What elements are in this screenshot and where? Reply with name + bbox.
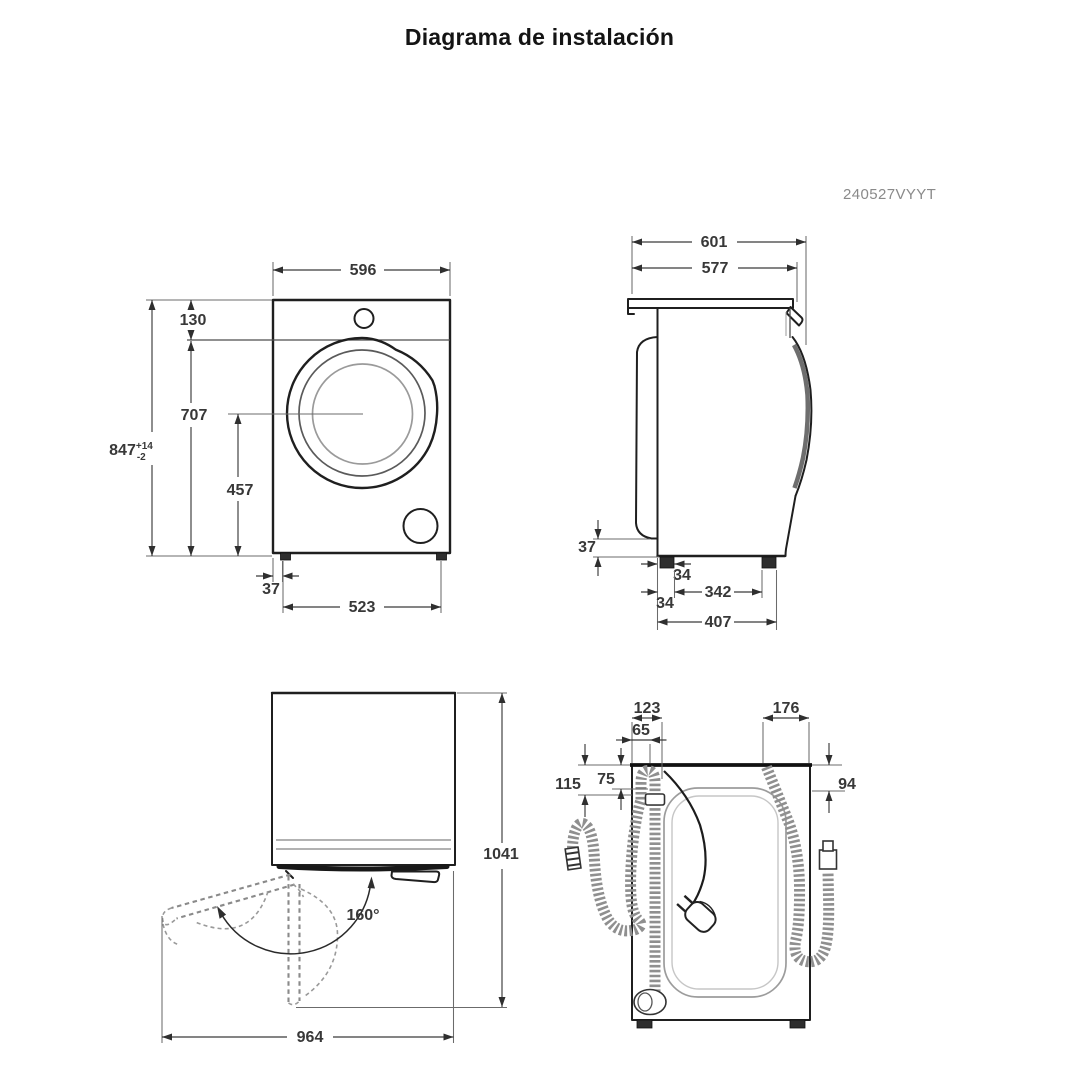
inlet-hose-connector <box>818 840 838 870</box>
machine-body-top <box>271 692 456 866</box>
door-porthole-outer <box>285 336 439 490</box>
rear-recess-outer <box>663 787 787 998</box>
dim-front-foot-spacing-lines <box>282 561 442 613</box>
machine-body-front <box>271 298 452 555</box>
dim-rear-inlet-offset-lines <box>762 714 810 763</box>
top-lid <box>627 298 794 315</box>
page-title: Diagrama de instalación <box>404 24 675 50</box>
door-open-90-dashed <box>287 876 339 1006</box>
dim-rear-cord-offset: 123 <box>634 700 661 717</box>
inlet-hose <box>761 764 835 968</box>
filter-door <box>402 508 439 544</box>
dim-open-width-lines <box>161 871 455 1043</box>
document-code: 240527VYYT <box>843 186 937 203</box>
dim-door-angle: 160° <box>346 907 379 924</box>
dim-rear-inlet-drop: 94 <box>838 776 856 793</box>
dim-rear-drop-left: 115 <box>555 776 581 793</box>
dim-rear-drop-clamp-lines <box>612 748 648 810</box>
dim-rear-inlet-drop-lines <box>812 743 845 813</box>
door-open-160-dashed <box>161 873 305 946</box>
dim-front-width-lines <box>272 262 451 296</box>
door-edge-shade <box>792 343 811 489</box>
dim-side-total-depth: 601 <box>701 234 728 251</box>
dim-rear-drain-offset: 65 <box>632 722 650 739</box>
dim-open-width: 964 <box>297 1029 324 1046</box>
dim-side-body-depth-lines <box>632 262 798 302</box>
dim-front-foot-offset: 37 <box>262 581 280 598</box>
dim-front-foot-offset-lines <box>256 558 299 582</box>
dim-front-panel-height: 130 <box>180 312 207 329</box>
arc-arrowhead <box>367 876 375 889</box>
dim-front-total-height: 847+14-2 <box>109 441 153 463</box>
machine-foot <box>789 1019 806 1029</box>
machine-foot <box>636 1019 653 1029</box>
rear-panel-bulge <box>635 336 659 540</box>
dim-side-foot-spacing: 342 <box>705 584 732 601</box>
dim-side-rear-clearance: 37 <box>578 539 596 556</box>
door-swing-drawing: 160° 1041 964 <box>161 691 519 1046</box>
dim-side-body-depth: 577 <box>702 260 729 277</box>
drain-elbow <box>633 988 667 1016</box>
rear-recess-inner <box>671 795 779 990</box>
dim-open-depth-lines <box>296 692 507 1009</box>
dim-side-rear-clearance-lines <box>593 520 659 576</box>
power-cable <box>663 770 707 910</box>
front-view-drawing: 596 847+14-2 130 707 457 <box>109 262 452 616</box>
door-swing-arc <box>219 880 372 955</box>
machine-foot <box>436 552 447 561</box>
drain-hose-connector <box>564 846 582 871</box>
dim-front-width: 596 <box>350 262 377 279</box>
power-plug <box>676 894 717 933</box>
dim-rear-cord-offset-lines <box>631 714 663 779</box>
hose-clamp <box>644 793 666 806</box>
closed-door-edge <box>276 864 450 872</box>
door-porthole-ring <box>298 349 426 477</box>
dim-side-foot-width: 34 <box>673 567 691 584</box>
dim-open-depth: 1041 <box>483 846 519 863</box>
rear-view-drawing: 123 65 176 115 <box>555 700 856 1029</box>
drain-hose <box>567 764 661 992</box>
dim-front-door-center: 457 <box>227 482 254 499</box>
door-handle-side <box>785 306 804 327</box>
dim-front-foot-spacing: 523 <box>349 599 376 616</box>
dim-side-rear-foot-offset: 34 <box>656 595 674 612</box>
control-knob <box>353 308 375 329</box>
dim-front-body-height: 707 <box>181 407 208 424</box>
arc-arrowhead <box>217 906 227 919</box>
front-lower-line <box>784 495 797 557</box>
machine-foot <box>659 556 675 569</box>
side-view-drawing: 601 577 37 34 <box>578 234 813 631</box>
dim-rear-drop-clamp: 75 <box>597 771 615 788</box>
machine-foot <box>761 556 777 569</box>
door-handle-top <box>390 870 441 884</box>
dim-side-base-depth: 407 <box>705 614 732 631</box>
machine-foot <box>280 552 291 561</box>
door-profile <box>791 336 813 497</box>
dim-rear-drain-offset-lines <box>616 736 667 763</box>
dim-rear-inlet-offset: 176 <box>773 700 800 717</box>
